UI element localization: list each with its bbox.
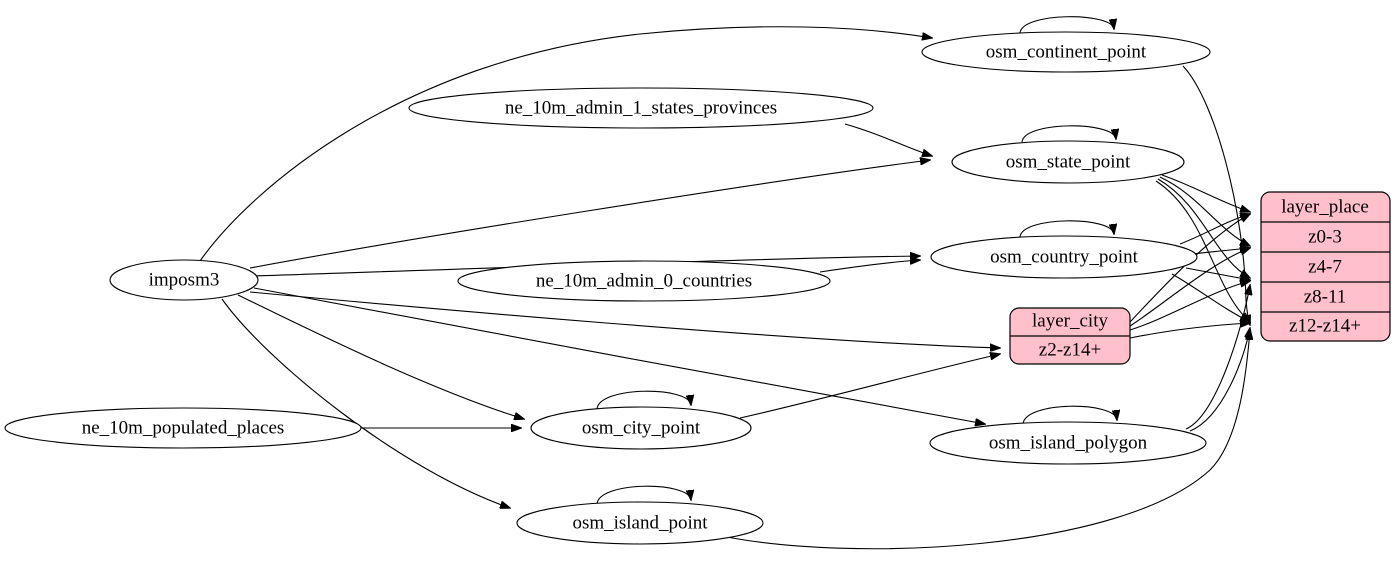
edge-ne_states-to-osm_state_point bbox=[844, 123, 932, 156]
edge-self-osm_country_point bbox=[1019, 220, 1114, 238]
edge-osm_city_point-to-layer_city bbox=[739, 354, 1000, 419]
edge-imposm3-to-osm_city_point bbox=[237, 294, 524, 419]
record-row-layer_place-1[interactable]: z4-7 bbox=[1308, 256, 1342, 277]
node-label-osm_country_point: osm_country_point bbox=[990, 246, 1138, 267]
edge-osm_island_polygon-to-layer_place-z8 bbox=[1185, 285, 1250, 430]
record-layer_city[interactable]: layer_city z2-z14+ bbox=[1009, 307, 1131, 365]
node-osm_island_point[interactable]: osm_island_point bbox=[516, 501, 764, 545]
edge-osm_country_point-to-layer_place-z12 bbox=[1171, 273, 1250, 322]
edge-layer_city-to-layer_place-z12 bbox=[1129, 323, 1250, 339]
node-ne_10m_admin_1_states_provinces[interactable]: ne_10m_admin_1_states_provinces bbox=[408, 87, 874, 129]
record-title-layer_place: layer_place bbox=[1281, 196, 1369, 217]
node-label-imposm3: imposm3 bbox=[149, 269, 220, 290]
record-row-layer_place-0[interactable]: z0-3 bbox=[1308, 226, 1342, 247]
edge-osm_state_point-to-layer_place-z4 bbox=[1159, 176, 1250, 246]
edge-self-osm_island_point bbox=[596, 485, 691, 505]
node-osm_island_polygon[interactable]: osm_island_polygon bbox=[929, 421, 1207, 465]
node-ne_10m_populated_places[interactable]: ne_10m_populated_places bbox=[4, 407, 362, 449]
edge-osm_island_point-to-layer_place-z12 bbox=[721, 330, 1250, 550]
node-osm_continent_point[interactable]: osm_continent_point bbox=[921, 31, 1211, 73]
edge-group bbox=[199, 16, 1250, 550]
record-layer_place[interactable]: layer_place z0-3 z4-7 z8-11 z12-z14+ bbox=[1260, 191, 1391, 342]
edge-imposm3-to-osm_state_point bbox=[249, 160, 930, 269]
node-osm_city_point[interactable]: osm_city_point bbox=[530, 406, 752, 450]
edge-osm_state_point-to-layer_place-z8 bbox=[1157, 178, 1250, 278]
edge-osm_continent_point-to-layer_place-z12 bbox=[1182, 65, 1250, 325]
node-label-ne_states: ne_10m_admin_1_states_provinces bbox=[505, 97, 777, 118]
edge-self-osm_state_point bbox=[1021, 125, 1116, 143]
node-label-osm_state_point: osm_state_point bbox=[1006, 151, 1131, 172]
edge-ne_countries-to-osm_country_point bbox=[819, 260, 920, 273]
edge-self-osm_city_point bbox=[596, 390, 691, 410]
edge-osm_state_point-to-layer_place-z0 bbox=[1161, 174, 1250, 212]
edge-osm_country_point-to-layer_place-z8 bbox=[1185, 267, 1250, 280]
record-row-layer_city-0[interactable]: z2-z14+ bbox=[1039, 339, 1101, 360]
node-label-osm_continent_point: osm_continent_point bbox=[986, 41, 1147, 62]
node-imposm3[interactable]: imposm3 bbox=[109, 259, 259, 301]
edge-layer_city-to-layer_place-z8 bbox=[1129, 281, 1250, 331]
edge-imposm3-to-osm_island_polygon bbox=[253, 287, 985, 424]
record-row-layer_place-3[interactable]: z12-z14+ bbox=[1289, 315, 1361, 336]
edge-osm_island_polygon-to-layer_place-z12 bbox=[1189, 328, 1250, 432]
node-label-ne_populated: ne_10m_populated_places bbox=[82, 417, 285, 438]
node-label-osm_island_point: osm_island_point bbox=[572, 512, 708, 533]
node-label-ne_countries: ne_10m_admin_0_countries bbox=[536, 270, 752, 291]
edge-imposm3-to-layer_city bbox=[249, 291, 1000, 348]
node-label-osm_island_polygon: osm_island_polygon bbox=[989, 432, 1148, 453]
edge-imposm3-to-osm_continent_point bbox=[199, 26, 932, 262]
node-osm_state_point[interactable]: osm_state_point bbox=[951, 140, 1185, 184]
record-title-layer_city: layer_city bbox=[1032, 310, 1108, 331]
edge-imposm3-to-osm_island_point bbox=[221, 298, 510, 508]
edge-osm_state_point-to-layer_place-z12 bbox=[1155, 180, 1250, 322]
edge-self-osm_continent_point bbox=[1019, 16, 1114, 34]
node-osm_country_point[interactable]: osm_country_point bbox=[930, 235, 1198, 279]
record-row-layer_place-2[interactable]: z8-11 bbox=[1304, 286, 1347, 307]
node-label-osm_city_point: osm_city_point bbox=[582, 417, 701, 438]
node-ne_10m_admin_0_countries[interactable]: ne_10m_admin_0_countries bbox=[457, 260, 831, 302]
edge-self-osm_island_polygon bbox=[1022, 405, 1117, 425]
edge-layer_city-to-layer_place-z4 bbox=[1129, 248, 1250, 327]
